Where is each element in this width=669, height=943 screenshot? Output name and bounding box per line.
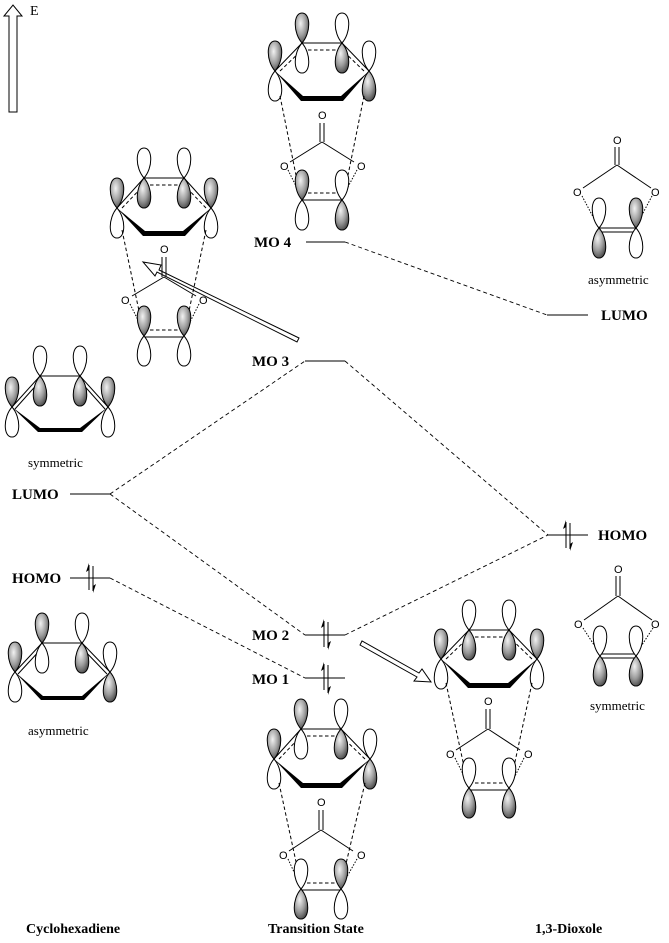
cyclohexadiene-lumo-label: LUMO bbox=[12, 487, 59, 503]
ts-mo1: MO 1 bbox=[252, 662, 345, 695]
ts-mo3: MO 3 bbox=[252, 354, 345, 370]
correlation-homo-cyclohexadiene-mo1 bbox=[109, 577, 306, 679]
ts-mo4: MO 4 bbox=[254, 235, 345, 251]
cyclohexadiene-lumo-orbital: symmetric bbox=[4, 345, 116, 470]
svg-text:O: O bbox=[484, 696, 493, 708]
svg-text:O: O bbox=[357, 850, 366, 862]
ts-mo3-label: MO 3 bbox=[252, 354, 289, 370]
cyclohexadiene-homo: HOMO bbox=[12, 563, 110, 593]
up-arrow-icon bbox=[2, 4, 24, 113]
svg-text:O: O bbox=[280, 161, 289, 173]
svg-text:O: O bbox=[573, 187, 582, 199]
symmetry-label: asymmetric bbox=[588, 272, 649, 287]
svg-text:O: O bbox=[357, 161, 366, 173]
cyclohexadiene-homo-label: HOMO bbox=[12, 571, 61, 587]
electron-pair-icon bbox=[86, 563, 96, 593]
svg-text:O: O bbox=[199, 295, 208, 307]
dioxole-lumo: LUMO bbox=[547, 308, 648, 324]
svg-text:O: O bbox=[318, 110, 327, 122]
correlation-lumo-cyclohexadiene-mo2 bbox=[109, 493, 306, 636]
electron-pair-icon bbox=[321, 662, 331, 695]
energy-axis: E bbox=[2, 4, 39, 113]
svg-text:O: O bbox=[279, 850, 288, 862]
symmetry-label: symmetric bbox=[590, 698, 645, 713]
svg-text:O: O bbox=[614, 564, 623, 576]
ts-mo2-label: MO 2 bbox=[252, 628, 289, 644]
svg-text:O: O bbox=[651, 187, 660, 199]
svg-text:O: O bbox=[651, 619, 660, 631]
svg-text:O: O bbox=[121, 295, 130, 307]
ts-mo2: MO 2 bbox=[252, 619, 345, 650]
interaction-arrow-icon bbox=[141, 261, 300, 343]
svg-text:O: O bbox=[524, 749, 533, 761]
svg-text:O: O bbox=[613, 135, 622, 147]
ts-mo1-orbital: O O O bbox=[266, 698, 378, 920]
column-title-cyclohexadiene: Cyclohexadiene bbox=[26, 922, 120, 937]
ts-mo3-orbital: O O O bbox=[109, 147, 219, 367]
svg-text:O: O bbox=[160, 244, 169, 256]
ts-mo1-label: MO 1 bbox=[252, 672, 289, 688]
energy-axis-label: E bbox=[30, 4, 39, 19]
svg-text:O: O bbox=[574, 619, 583, 631]
ts-mo2-orbital: O O O bbox=[433, 599, 545, 819]
electron-pair-icon bbox=[321, 619, 331, 650]
svg-text:O: O bbox=[317, 797, 326, 809]
correlation-lines bbox=[109, 241, 549, 679]
dioxole-homo-label: HOMO bbox=[598, 528, 647, 544]
interaction-arrow-icon bbox=[359, 640, 432, 683]
correlation-lumo-cyclohexadiene-mo3 bbox=[109, 360, 306, 495]
correlation-homo-dioxole-mo3 bbox=[344, 360, 549, 536]
dioxole-homo: HOMO bbox=[548, 520, 647, 551]
dioxole-lumo-label: LUMO bbox=[601, 308, 648, 324]
cyclohexadiene-homo-orbital: asymmetric bbox=[7, 612, 118, 738]
column-title-dioxole: 1,3-Dioxole bbox=[535, 922, 602, 937]
dioxole-lumo-orbital: O O O asymmetric bbox=[573, 135, 660, 287]
column-title-transition-state: Transition State bbox=[268, 922, 364, 937]
symmetry-label: asymmetric bbox=[28, 723, 89, 738]
correlation-lumo-dioxole-mo4 bbox=[344, 241, 548, 316]
ts-mo4-orbital: O O O bbox=[267, 12, 377, 231]
correlation-homo-dioxole-mo2 bbox=[344, 534, 549, 636]
svg-text:O: O bbox=[446, 749, 455, 761]
electron-pair-icon bbox=[563, 520, 573, 551]
ts-mo4-label: MO 4 bbox=[254, 235, 292, 251]
symmetry-label: symmetric bbox=[28, 455, 83, 470]
cyclohexadiene-lumo: LUMO bbox=[12, 487, 110, 503]
dioxole-homo-orbital: O O O symmetric bbox=[574, 564, 660, 713]
